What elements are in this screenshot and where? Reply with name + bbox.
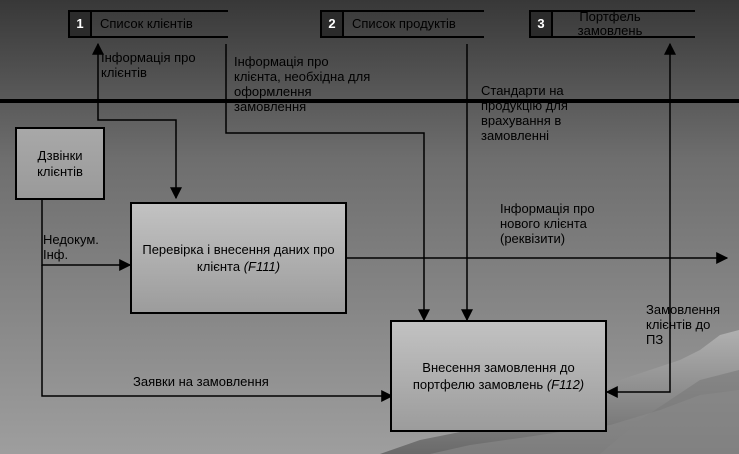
- flow-label-undocumented-info: Недокум. Інф.: [43, 232, 99, 262]
- flow-label-order-client-info: Інформація про клієнта, необхідна для оф…: [234, 54, 371, 114]
- flow-order-client-info: [225, 44, 430, 322]
- store-name: Список продуктів: [352, 16, 456, 31]
- flow-label-order-requests: Заявки на замовлення: [133, 374, 269, 389]
- flow-client-info-up: [92, 42, 182, 200]
- external-entity-client-calls: Дзвінки клієнтів: [15, 127, 105, 200]
- process-f111: Перевірка і внесення даних про клієнта (…: [130, 202, 347, 314]
- flow-client-orders: [605, 42, 676, 398]
- process-label: Перевірка і внесення даних про клієнта (…: [142, 242, 335, 274]
- flow-label-product-standards: Стандарти на продукцію для врахування в …: [481, 83, 568, 143]
- data-store-order-portfolio: 3 Портфель замовлень: [529, 10, 695, 38]
- process-label: Внесення замовлення до портфелю замовлен…: [412, 360, 585, 392]
- store-number: 1: [70, 12, 92, 36]
- store-number: 2: [322, 12, 344, 36]
- store-number: 3: [531, 12, 553, 36]
- process-f112: Внесення замовлення до портфелю замовлен…: [390, 320, 607, 432]
- store-name: Список клієнтів: [100, 16, 193, 31]
- data-store-client-list: 1 Список клієнтів: [68, 10, 228, 38]
- store-name: Портфель замовлень: [577, 9, 643, 38]
- flow-label-client-orders: Замовлення клієнтів до ПЗ: [646, 302, 721, 347]
- flow-label-client-info: Інформація про клієнтів: [101, 50, 196, 80]
- data-store-product-list: 2 Список продуктів: [320, 10, 484, 38]
- flow-order-requests: [41, 265, 394, 402]
- flow-label-new-client-info: Інформація про нового клієнта (реквізити…: [500, 201, 595, 246]
